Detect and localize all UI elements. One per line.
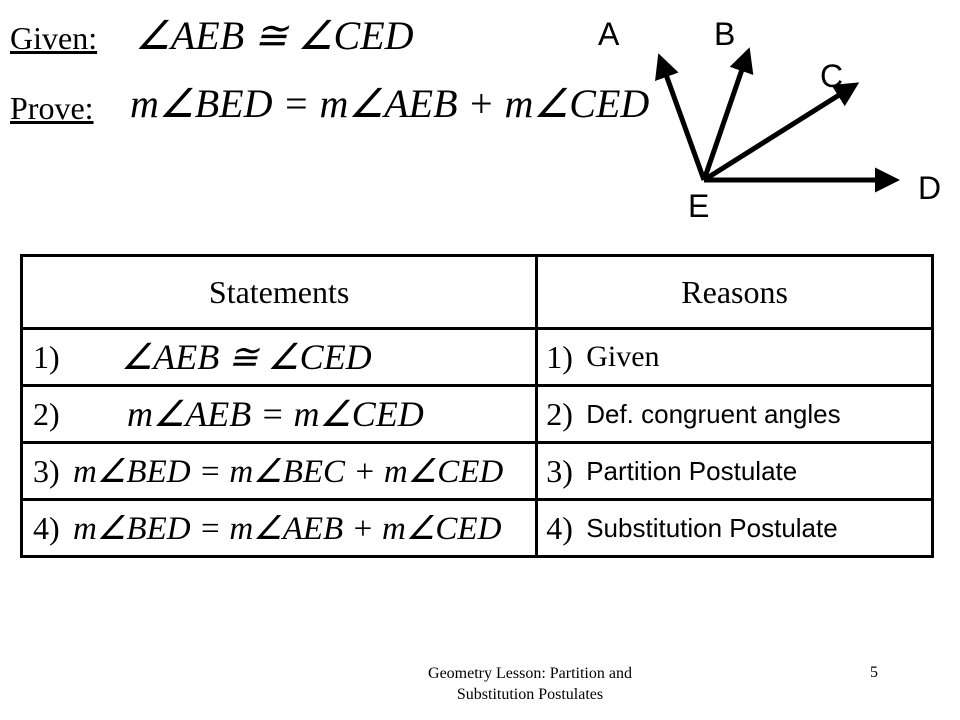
point-c-label: C — [820, 58, 844, 94]
footer-line-1: Geometry Lesson: Partition and — [428, 665, 632, 682]
header-statements-text: Statements — [208, 273, 350, 310]
prove-statement: m∠BED = m∠AEB + m∠CED — [130, 81, 650, 126]
statement-number: 4) — [33, 509, 60, 546]
table-row: 3) m∠BED = m∠BEC + m∠CED 3) Partition Po… — [19, 441, 934, 501]
header-statements: Statements — [19, 254, 539, 330]
point-e-label: E — [688, 188, 710, 224]
statement-number: 2) — [33, 395, 60, 432]
proof-table: Statements Reasons 1) ∠AEB ≅ ∠CED 1) Giv… — [19, 254, 934, 558]
header-reasons-text: Reasons — [681, 273, 788, 310]
point-d-label: D — [918, 170, 942, 206]
point-b-label: B — [714, 16, 736, 52]
table-row: 2) m∠AEB = m∠CED 2) Def. congruent angle… — [19, 384, 934, 444]
reason-number: 3) — [546, 452, 573, 489]
reason-text: Given — [586, 340, 660, 373]
prove-label: Prove: — [10, 90, 94, 126]
footer-title: Geometry Lesson: Partition and Substitut… — [380, 664, 680, 706]
table-row: 1) ∠AEB ≅ ∠CED 1) Given — [19, 327, 934, 387]
ray-ec — [702, 82, 860, 183]
ray-eb — [701, 47, 754, 181]
given-statement: ∠AEB ≅ ∠CED — [135, 13, 414, 58]
statement-text: m∠AEB = m∠CED — [127, 394, 424, 434]
statement-number: 3) — [33, 452, 60, 489]
header-reasons: Reasons — [535, 254, 934, 330]
reason-text: Partition Postulate — [586, 455, 798, 486]
footer-line-2: Substitution Postulates — [456, 685, 604, 703]
reason-number: 1) — [546, 338, 573, 375]
reason-number: 2) — [546, 395, 573, 432]
table-header-row: Statements Reasons — [19, 254, 934, 330]
statement-text: m∠BED = m∠AEB + m∠CED — [73, 511, 502, 547]
ray-ea — [655, 53, 707, 181]
reason-text: Substitution Postulate — [586, 512, 838, 543]
point-a-label: A — [598, 16, 620, 52]
page-number: 5 — [870, 664, 878, 681]
table-row: 4) m∠BED = m∠AEB + m∠CED 4) Substitution… — [19, 498, 934, 558]
reason-text: Def. congruent angles — [586, 398, 841, 429]
statement-text: ∠AEB ≅ ∠CED — [121, 337, 372, 377]
statement-text: m∠BED = m∠BEC + m∠CED — [73, 454, 504, 490]
given-label: Given: — [10, 20, 98, 56]
reason-number: 4) — [546, 509, 573, 546]
statement-number: 1) — [33, 338, 60, 375]
angle-diagram — [655, 47, 900, 193]
